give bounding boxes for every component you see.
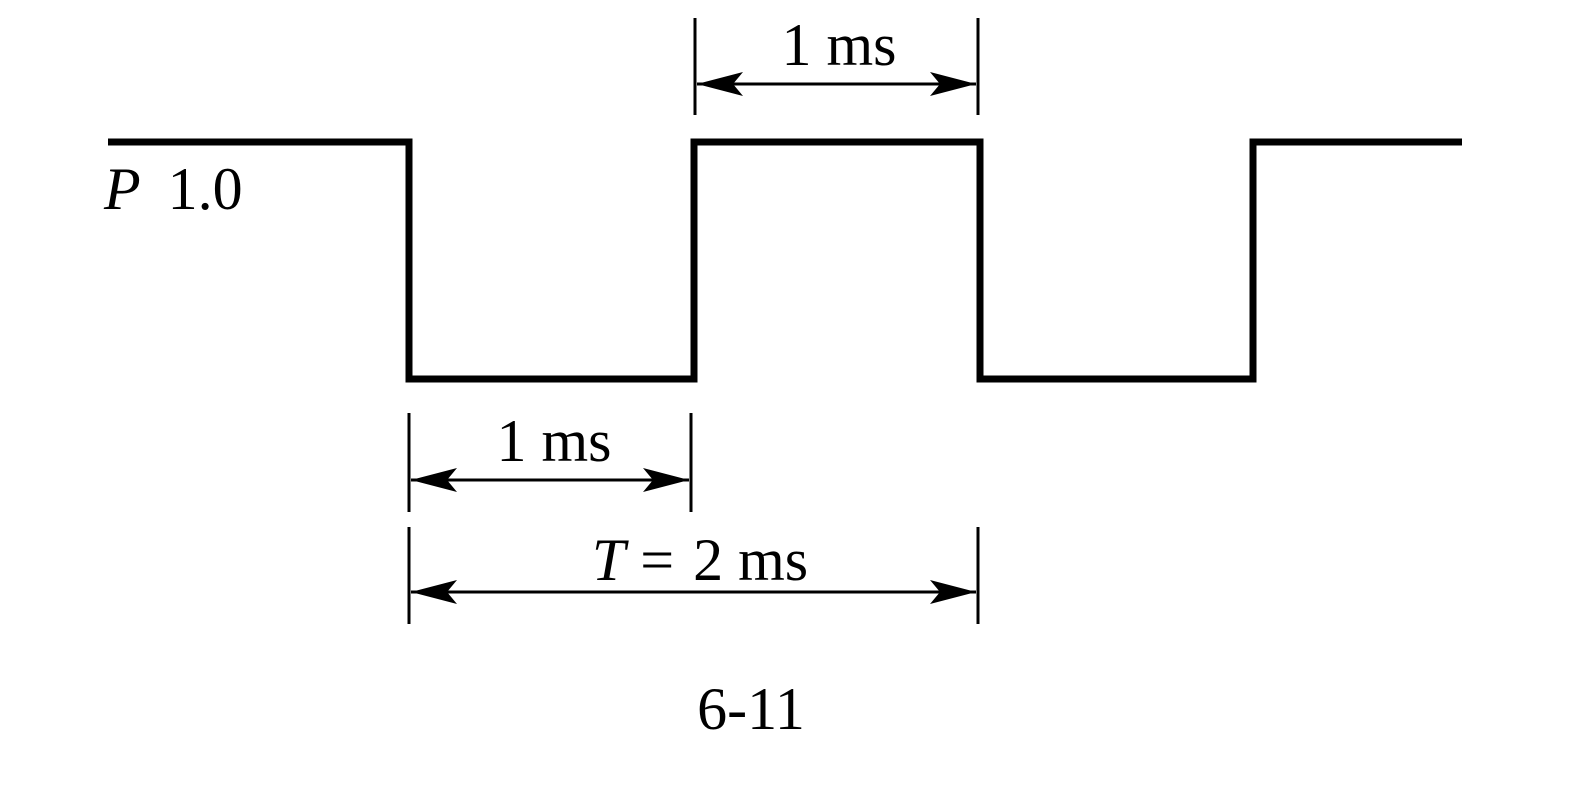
square-wave-trace [108,138,1462,383]
period-value: 2 ms [693,527,808,593]
signal-level: 1.0 [168,156,243,222]
signal-label: P 1.0 [103,156,243,222]
period-symbol: T [592,527,629,593]
period-label: T = 2 ms [592,527,808,593]
figure-caption: 6-11 [697,676,805,742]
signal-name: P [103,156,141,222]
high-width-label: 1 ms [781,12,896,78]
low-width-label: 1 ms [496,408,611,474]
period-equals: = [640,527,674,593]
